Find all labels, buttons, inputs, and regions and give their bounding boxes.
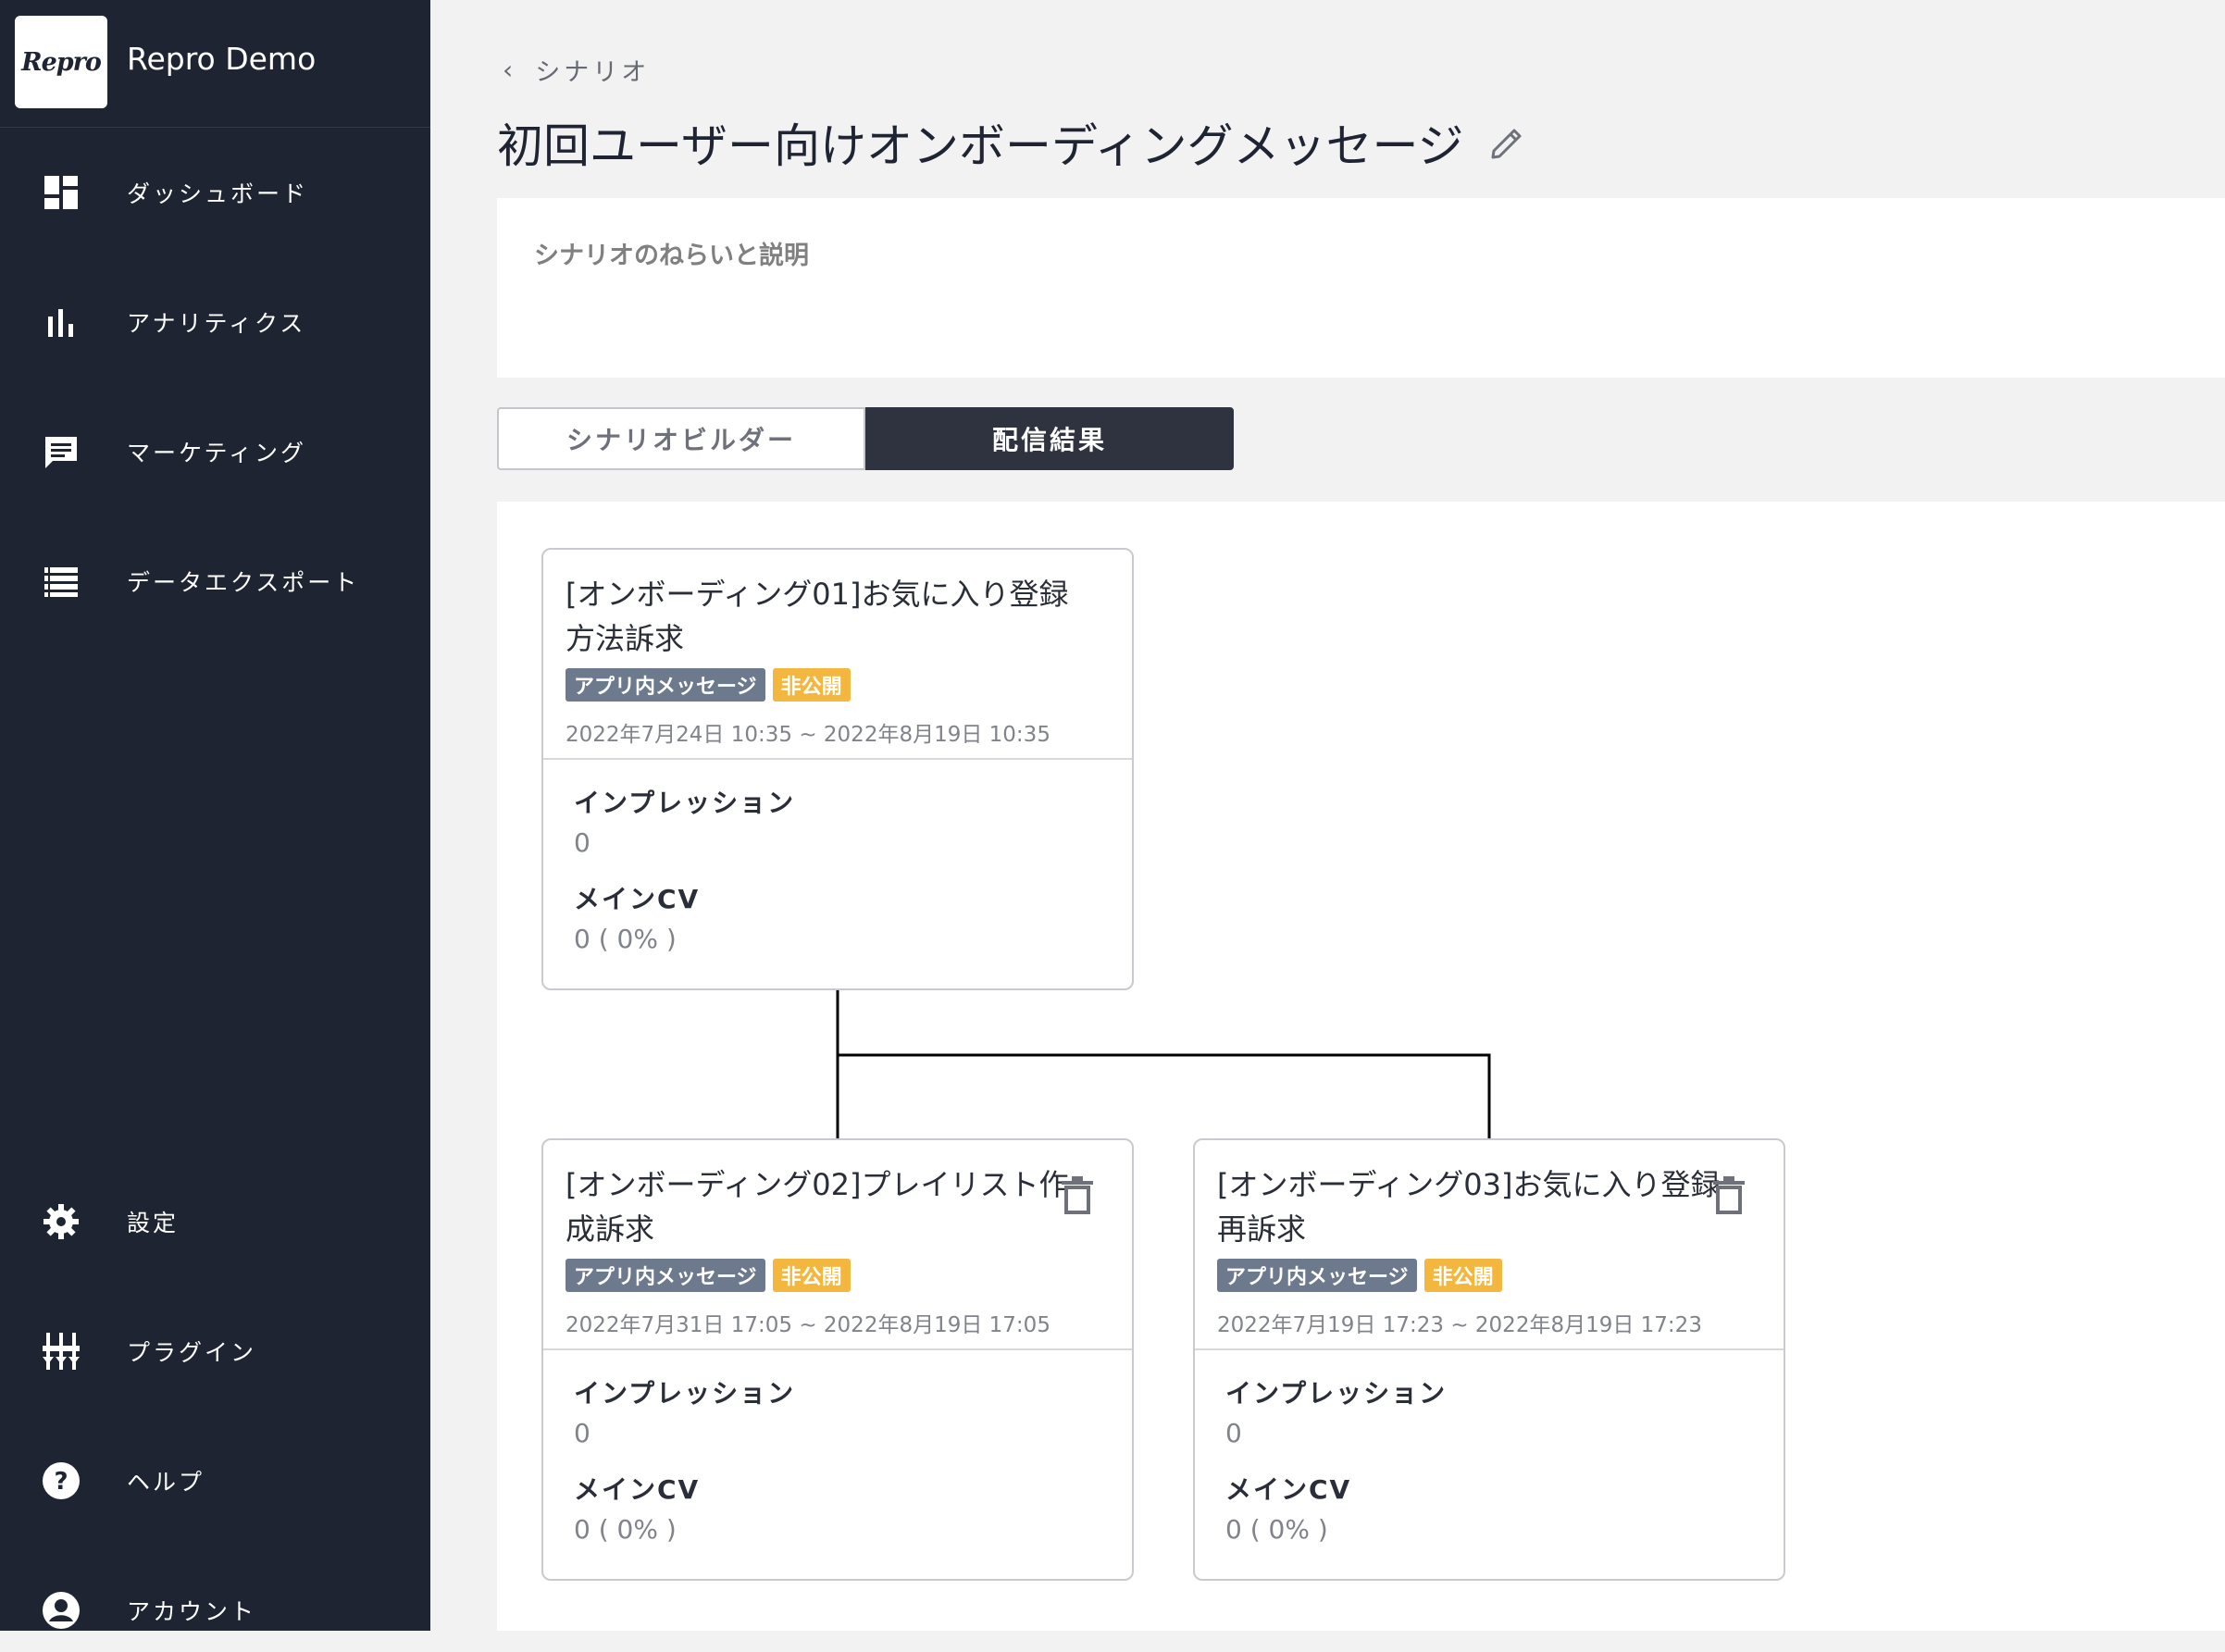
main-content: ‹ シナリオ 初回ユーザー向けオンボーディングメッセージ シナリオのねらいと説明…	[430, 0, 2225, 1631]
chevron-left-icon: ‹	[503, 55, 517, 85]
card-divider	[543, 1348, 1132, 1350]
account-icon	[41, 1590, 81, 1631]
status-badge: 非公開	[772, 1259, 851, 1292]
status-badge: 非公開	[1423, 1259, 1502, 1292]
card-divider	[543, 758, 1132, 760]
main-cv-value: 0 ( 0% )	[1225, 1514, 1328, 1545]
sidebar-item-label: アナリティクス	[127, 310, 306, 337]
sidebar-item-label: アカウント	[127, 1598, 257, 1625]
trash-icon[interactable]	[1060, 1175, 1095, 1214]
card-badges: アプリ内メッセージ 非公開	[566, 1259, 858, 1292]
card-period: 2022年7月24日 10:35 ~ 2022年8月19日 10:35	[566, 723, 1050, 747]
message-card-1[interactable]: [オンボーディング01]お気に入り登録方法訴求 アプリ内メッセージ 非公開 20…	[541, 548, 1134, 990]
main-cv-value: 0 ( 0% )	[574, 1514, 677, 1545]
dashboard-icon	[41, 172, 81, 213]
impressions-value: 0	[574, 1418, 590, 1448]
card-period: 2022年7月19日 17:23 ~ 2022年8月19日 17:23	[1217, 1313, 1702, 1337]
type-badge: アプリ内メッセージ	[1217, 1259, 1417, 1292]
sidebar-item-help[interactable]: ? ヘルプ	[0, 1439, 430, 1522]
status-badge: 非公開	[772, 668, 851, 702]
sidebar-item-label: ダッシュボード	[127, 180, 309, 207]
page-title: 初回ユーザー向けオンボーディングメッセージ	[497, 109, 1527, 176]
card-title: [オンボーディング03]お気に入り登録再訴求	[1217, 1167, 1721, 1247]
card-title: [オンボーディング02]プレイリスト作成訴求	[566, 1167, 1069, 1247]
page-title-text: 初回ユーザー向けオンボーディングメッセージ	[497, 119, 1464, 173]
main-cv-label: メインCV	[1225, 1474, 1352, 1505]
plugin-icon	[41, 1331, 81, 1372]
tab-delivery-results[interactable]: 配信結果	[865, 407, 1234, 470]
sidebar-item-plugins[interactable]: プラグイン	[0, 1310, 430, 1393]
repro-logo[interactable]: Repro	[15, 16, 107, 108]
main-cv-label: メインCV	[574, 1474, 701, 1505]
message-icon	[41, 431, 81, 472]
sidebar-item-account[interactable]: アカウント	[0, 1569, 430, 1652]
card-badges: アプリ内メッセージ 非公開	[1217, 1259, 1510, 1292]
sidebar-item-label: プラグイン	[127, 1339, 257, 1366]
sidebar-item-label: マーケティング	[127, 440, 307, 466]
flow-connectors	[832, 990, 1495, 1172]
impressions-label: インプレッション	[574, 788, 796, 818]
description-label: シナリオのねらいと説明	[534, 242, 809, 270]
impressions-label: インプレッション	[574, 1378, 796, 1409]
sidebar-item-settings[interactable]: 設定	[0, 1180, 430, 1263]
tab-scenario-builder[interactable]: シナリオビルダー	[497, 407, 865, 470]
message-card-2[interactable]: [オンボーディング02]プレイリスト作成訴求 アプリ内メッセージ 非公開 202…	[541, 1138, 1134, 1581]
main-cv-label: メインCV	[574, 884, 701, 914]
sidebar-item-analytics[interactable]: アナリティクス	[0, 280, 430, 364]
card-period: 2022年7月31日 17:05 ~ 2022年8月19日 17:05	[566, 1313, 1050, 1337]
card-divider	[1195, 1348, 1784, 1350]
impressions-label: インプレッション	[1225, 1378, 1448, 1409]
impressions-value: 0	[574, 827, 590, 858]
sidebar-item-label: 設定	[127, 1210, 180, 1236]
sidebar-item-label: データエクスポート	[127, 569, 360, 596]
brand-header: Repro Repro Demo	[0, 0, 430, 128]
breadcrumb-label: シナリオ	[535, 58, 651, 87]
sidebar: Repro Repro Demo ダッシュボード アナリティクス マーケティング…	[0, 0, 430, 1631]
impressions-value: 0	[1225, 1418, 1242, 1448]
type-badge: アプリ内メッセージ	[566, 668, 765, 702]
gear-icon	[41, 1201, 81, 1242]
svg-text:?: ?	[54, 1468, 68, 1496]
app-name: Repro Demo	[127, 41, 317, 77]
list-icon	[41, 561, 81, 602]
message-card-3[interactable]: [オンボーディング03]お気に入り登録再訴求 アプリ内メッセージ 非公開 202…	[1193, 1138, 1785, 1581]
description-panel[interactable]: シナリオのねらいと説明	[497, 198, 2225, 378]
main-cv-value: 0 ( 0% )	[574, 924, 677, 954]
sidebar-item-marketing[interactable]: マーケティング	[0, 410, 430, 493]
bar-chart-icon	[41, 302, 81, 342]
card-title: [オンボーディング01]お気に入り登録方法訴求	[566, 577, 1069, 656]
tab-bar: シナリオビルダー 配信結果	[497, 407, 1234, 470]
trash-icon[interactable]	[1711, 1175, 1746, 1214]
scenario-canvas: [オンボーディング01]お気に入り登録方法訴求 アプリ内メッセージ 非公開 20…	[497, 502, 2225, 1631]
help-icon: ?	[41, 1460, 81, 1501]
sidebar-item-data-export[interactable]: データエクスポート	[0, 540, 430, 623]
sidebar-item-label: ヘルプ	[127, 1469, 205, 1496]
breadcrumb-back-link[interactable]: ‹ シナリオ	[503, 52, 650, 88]
type-badge: アプリ内メッセージ	[566, 1259, 765, 1292]
card-badges: アプリ内メッセージ 非公開	[566, 668, 858, 702]
pencil-icon[interactable]	[1488, 123, 1527, 162]
sidebar-item-dashboard[interactable]: ダッシュボード	[0, 151, 430, 234]
